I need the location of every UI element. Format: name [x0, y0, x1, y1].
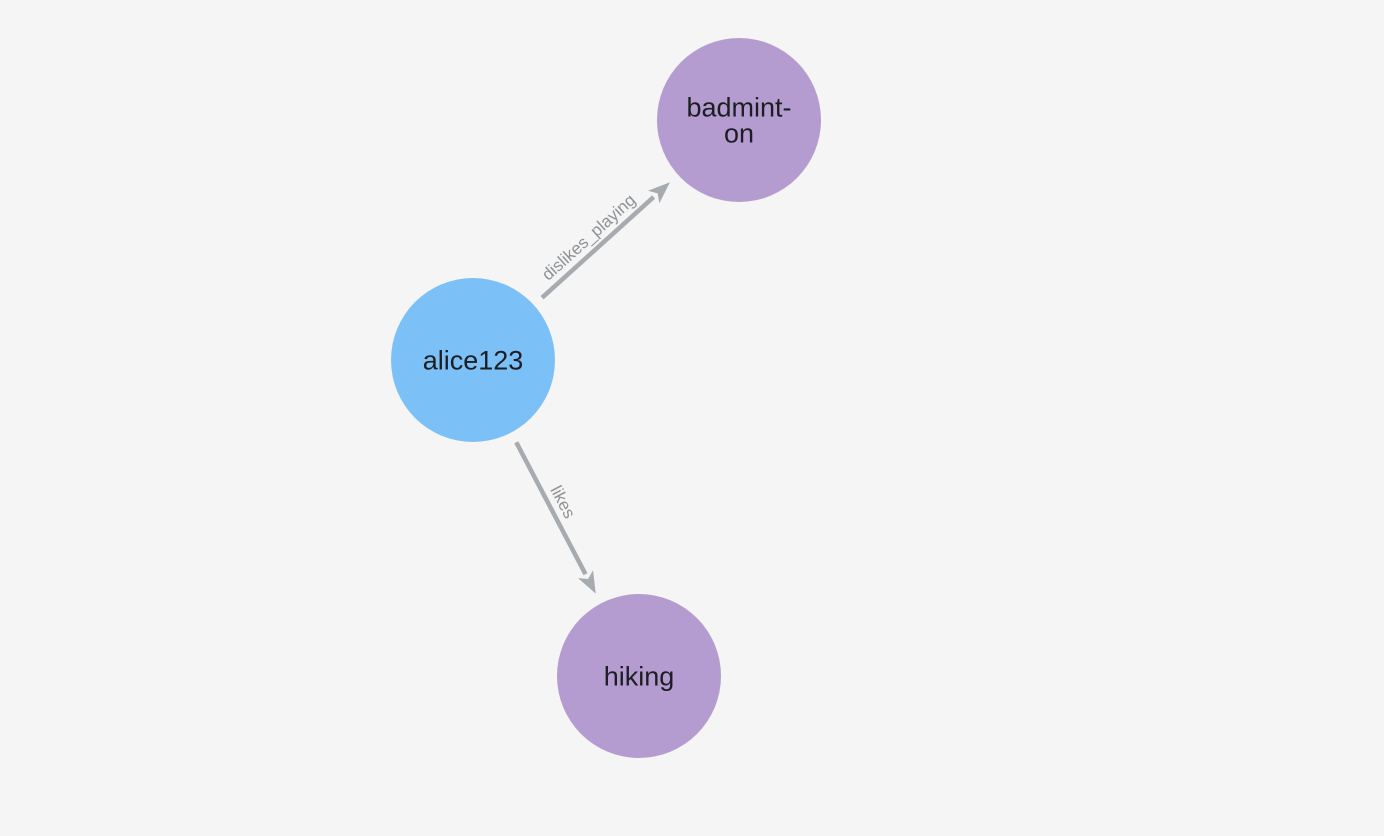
node-circle[interactable]	[657, 38, 821, 202]
edge-line[interactable]	[540, 195, 656, 300]
edge-arrowhead-icon	[647, 182, 670, 204]
edge-arrowhead-icon	[577, 570, 596, 594]
node-circle[interactable]	[557, 594, 721, 758]
edge-label: dislikes_playing	[538, 190, 639, 284]
edge-label: likes	[547, 483, 580, 522]
node-alice123[interactable]: alice123	[391, 278, 555, 442]
edge-dislikes_playing[interactable]: dislikes_playing	[538, 182, 670, 300]
node-circle[interactable]	[391, 278, 555, 442]
node-hiking[interactable]: hiking	[557, 594, 721, 758]
node-label: hiking	[604, 661, 675, 691]
node-label: badmint-on	[686, 92, 791, 148]
edge-likes[interactable]: likes	[514, 441, 596, 594]
edge-line[interactable]	[514, 441, 588, 576]
node-badminton[interactable]: badmint-on	[657, 38, 821, 202]
node-label: alice123	[423, 345, 524, 375]
